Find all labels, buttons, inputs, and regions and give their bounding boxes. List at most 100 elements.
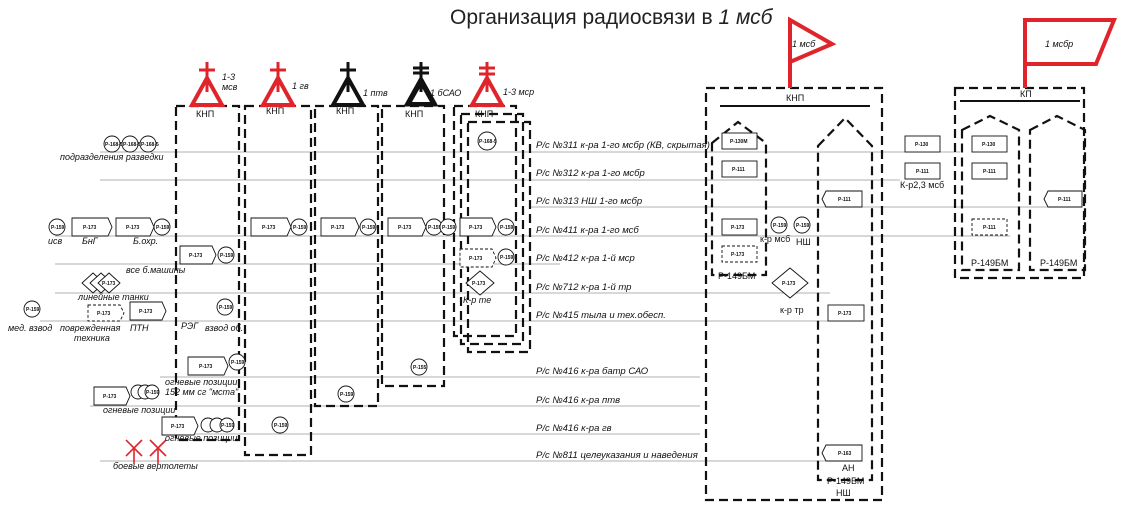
svg-text:Р-159: Р-159 [221, 423, 235, 429]
isv-label: исв [48, 236, 63, 246]
svg-text:Р-173: Р-173 [97, 311, 111, 317]
svg-text:Р-111: Р-111 [983, 169, 996, 175]
svg-text:Р-173: Р-173 [171, 424, 185, 430]
radio-r159-circle: Р-159 [48, 218, 66, 236]
svg-text:Р-130: Р-130 [982, 142, 996, 148]
radio-r168-circle: Р-168-5 [139, 135, 159, 153]
radio-r173-box: Р-173 [87, 304, 125, 322]
svg-text:Р-149БМ: Р-149БМ [971, 258, 1008, 268]
svg-text:Р-173: Р-173 [262, 225, 276, 231]
radio-r159-circle: Р-159 [793, 216, 811, 234]
helicopter-icons [125, 439, 167, 464]
svg-text:Р-173: Р-173 [331, 225, 345, 231]
svg-text:Р-168-5: Р-168-5 [141, 142, 159, 148]
svg-text:Р-173: Р-173 [103, 394, 117, 400]
svg-text:Р-155: Р-155 [413, 365, 427, 371]
radio-r173-box: Р-173 [250, 217, 292, 237]
radio-r173-diamond: Р-173 [97, 272, 121, 294]
vzvod-label: взвод об. [205, 323, 243, 333]
svg-text:Р-159: Р-159 [442, 225, 456, 231]
svg-text:Р-149БМ: Р-149БМ [1040, 258, 1077, 268]
svg-text:Р-159: Р-159 [26, 307, 40, 313]
knp-label: КНП [475, 109, 493, 119]
radio-devices: Р-168-5 Р-168-5 Р-168-5 Р-168-5 Р-159 Р-… [23, 131, 1083, 462]
fire-pos-label-2: огневые позиции [165, 433, 237, 443]
svg-text:Р-159: Р-159 [219, 305, 233, 311]
ptn-label: ПТН [130, 323, 149, 333]
radio-r173-diamond: Р-173 [771, 267, 809, 299]
knp-label: КНП [266, 106, 284, 116]
svg-text:Р-159: Р-159 [146, 390, 160, 396]
svg-text:1 мсбр: 1 мсбр [1045, 39, 1073, 49]
reg-label: РЭГ [181, 321, 199, 331]
svg-text:Р-159: Р-159 [51, 225, 65, 231]
svg-text:1 бСАО: 1 бСАО [430, 88, 461, 98]
svg-text:Р-159: Р-159 [796, 223, 810, 229]
svg-text:Р-130М: Р-130М [730, 139, 748, 145]
gv-command-sign [259, 62, 297, 107]
svg-text:Р-173: Р-173 [469, 256, 483, 262]
radio-r168-circle: Р-168-5 [103, 135, 123, 153]
net-416-gv-label: Р/с №416 к-ра гв [536, 423, 612, 434]
svg-text:Р-159: Р-159 [274, 423, 288, 429]
damaged-label-2: техника [74, 333, 110, 343]
radio-r159-circle: Р-159 [216, 298, 234, 316]
bng-label: БнГ [82, 236, 99, 246]
net-labels: Р/с №311 к-ра 1-го мсбр (КВ, скрытая) Р/… [536, 140, 710, 461]
med-label: мед. взвод [8, 323, 52, 333]
radio-r159-circle: Р-159 [290, 218, 308, 236]
net-411-label: Р/с №411 к-ра 1-го мсб [536, 225, 639, 236]
svg-text:Р-130: Р-130 [915, 142, 929, 148]
radio-r159-circle: Р-159 [439, 218, 457, 236]
svg-text:Р-173: Р-173 [139, 309, 153, 315]
svg-text:Р-159: Р-159 [231, 360, 245, 366]
msr-command-sign [468, 62, 506, 107]
kr-tr-label: к-р тр [780, 305, 804, 315]
svg-text:Р-173: Р-173 [731, 225, 745, 231]
svg-text:Р-173: Р-173 [472, 281, 486, 287]
radio-r159-circle: Р-159 [153, 218, 171, 236]
svg-text:Р-159: Р-159 [362, 225, 376, 231]
bsao-command-sign [403, 62, 439, 107]
knp-bsao-frame [380, 104, 446, 388]
radio-r130m-box: Р-130М [721, 132, 758, 150]
nsh-label: НШ [796, 237, 811, 247]
radio-r159-circle: Р-159 [23, 300, 41, 318]
knp-label: КНП [786, 93, 804, 103]
svg-text:Р-173: Р-173 [189, 253, 203, 259]
radio-r168-circle: Р-168-5 [121, 135, 141, 153]
helis-label: боевые вертолеты [113, 461, 198, 471]
line-tanks-label: линейные танки [77, 292, 149, 302]
radio-r173-box: Р-173 [320, 217, 360, 237]
svg-text:1 гв: 1 гв [292, 81, 309, 91]
radio-r159-circle: Р-159 [228, 353, 246, 371]
svg-text:Р-111: Р-111 [983, 225, 996, 231]
radio-r159-circle: Р-159 [219, 417, 235, 433]
net-312-label: Р/с №312 к-ра 1-го мсбр [536, 168, 645, 179]
radio-r111-box: Р-111 [1043, 190, 1083, 208]
radio-r159-circle: Р-159 [497, 248, 515, 266]
svg-text:Р-173: Р-173 [782, 281, 796, 287]
radio-r173-box: Р-173 [129, 301, 167, 321]
svg-text:Р-111: Р-111 [1058, 197, 1071, 203]
an-label: АН [842, 463, 855, 473]
svg-text:1 мсб: 1 мсб [792, 39, 816, 49]
net-311-label: Р/с №311 к-ра 1-го мсбр (КВ, скрытая) [536, 140, 710, 151]
radio-r159-circle: Р-159 [144, 384, 160, 400]
knp-ptv-frame [313, 104, 380, 408]
radio-r173-diamond: Р-173 [465, 270, 495, 296]
radio-r173-box: Р-173 [115, 217, 155, 237]
knp-msb-frame [704, 86, 884, 502]
radio-r168-circle: Р-168-5 [477, 131, 497, 151]
radio-r111-box: Р-111 [971, 162, 1008, 180]
radio-r111-box: Р-111 [721, 160, 758, 178]
svg-text:Р-168-5: Р-168-5 [123, 142, 141, 148]
svg-text:Р-159: Р-159 [500, 255, 514, 261]
radio-r111-box: Р-111 [971, 218, 1008, 236]
svg-text:Р-168-5: Р-168-5 [479, 139, 497, 145]
svg-text:Р-159: Р-159 [500, 225, 514, 231]
knp-label: КНП [196, 109, 214, 119]
svg-text:Р-173: Р-173 [199, 364, 213, 370]
